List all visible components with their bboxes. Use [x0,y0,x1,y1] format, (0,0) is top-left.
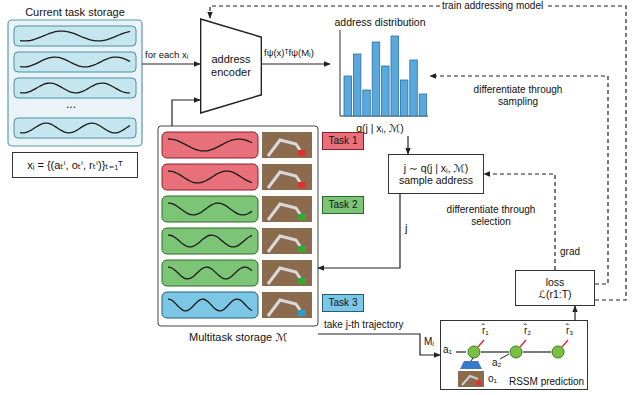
edge-label: fψ(x)ᵀfψ(Mⱼ) [264,48,314,59]
node-text: sample address [399,174,473,186]
node-text: Task 2 [329,199,358,211]
loss-box: lossℒ(r1:T) [515,270,595,306]
model-box: RSSM prediction [440,320,588,390]
connector [574,306,575,320]
connector [172,100,200,126]
node-text: Current task storage [25,6,125,19]
trajectory-rows [14,26,136,138]
encoder-trapezoid: address encoder [200,18,262,114]
connector [210,6,626,300]
annotation-label: Mⱼ [424,336,434,348]
storage-panel: Multitask storage ℳ [158,126,318,346]
formula-box: xᵢ = {(aₜⁱ, oₜⁱ, rₜⁱ)}ₜ₌₁ᵀ [12,152,138,178]
annotation-label: a₁ [443,344,452,356]
node-text: address encoder [203,53,259,78]
sample-box: j ∼ q(j | xᵢ, ℳ)sample address [388,154,484,194]
node-text: Task 1 [329,135,358,147]
node-text: Multitask storage ℳ [189,331,287,344]
bar-chart [340,30,428,116]
connector [318,334,440,355]
edge-label: differentiate through sampling [468,84,568,107]
storage-frame [8,20,142,146]
node-text: xᵢ = {(aₜⁱ, oₜⁱ, rₜⁱ)}ₜ₌₁ᵀ [27,159,123,172]
node-text: address distribution [334,16,425,28]
trajectory-rows [162,132,312,318]
edge-label: for each xᵢ [145,50,188,61]
edge-label: take j-th trajectory [324,319,403,331]
annotation-label: o₁ [488,373,497,385]
connector [407,136,408,154]
connector [318,194,400,268]
storage-frame [158,126,318,326]
edge-label: differentiate through selection [432,204,550,227]
node-text: loss [546,276,565,288]
storage-panel: Current task storage [8,4,142,146]
connector [142,63,200,64]
node-text: Task 3 [329,297,358,309]
task-tag: Task 2 [322,196,364,214]
node-text: ℒ(r1:T) [538,288,571,300]
connector [262,63,330,64]
distribution-chart: address distributionq(j | xᵢ, ℳ) [330,14,430,136]
annotation-label: r̂₂ [524,325,531,337]
annotation-label: ... [66,98,76,112]
annotation-label: a₂ [492,357,501,369]
annotation-label: r̂₃ [566,325,573,337]
node-text: j ∼ q(j | xᵢ, ℳ) [404,162,469,174]
node-text: RSSM prediction [509,376,584,388]
annotation-label: grad [560,246,580,258]
task-tag: Task 3 [322,294,364,312]
annotation-label: r̂₁ [482,325,489,337]
edge-label: j [405,222,407,235]
task-tag: Task 1 [322,132,364,150]
edge-label: train addressing model [440,0,545,12]
